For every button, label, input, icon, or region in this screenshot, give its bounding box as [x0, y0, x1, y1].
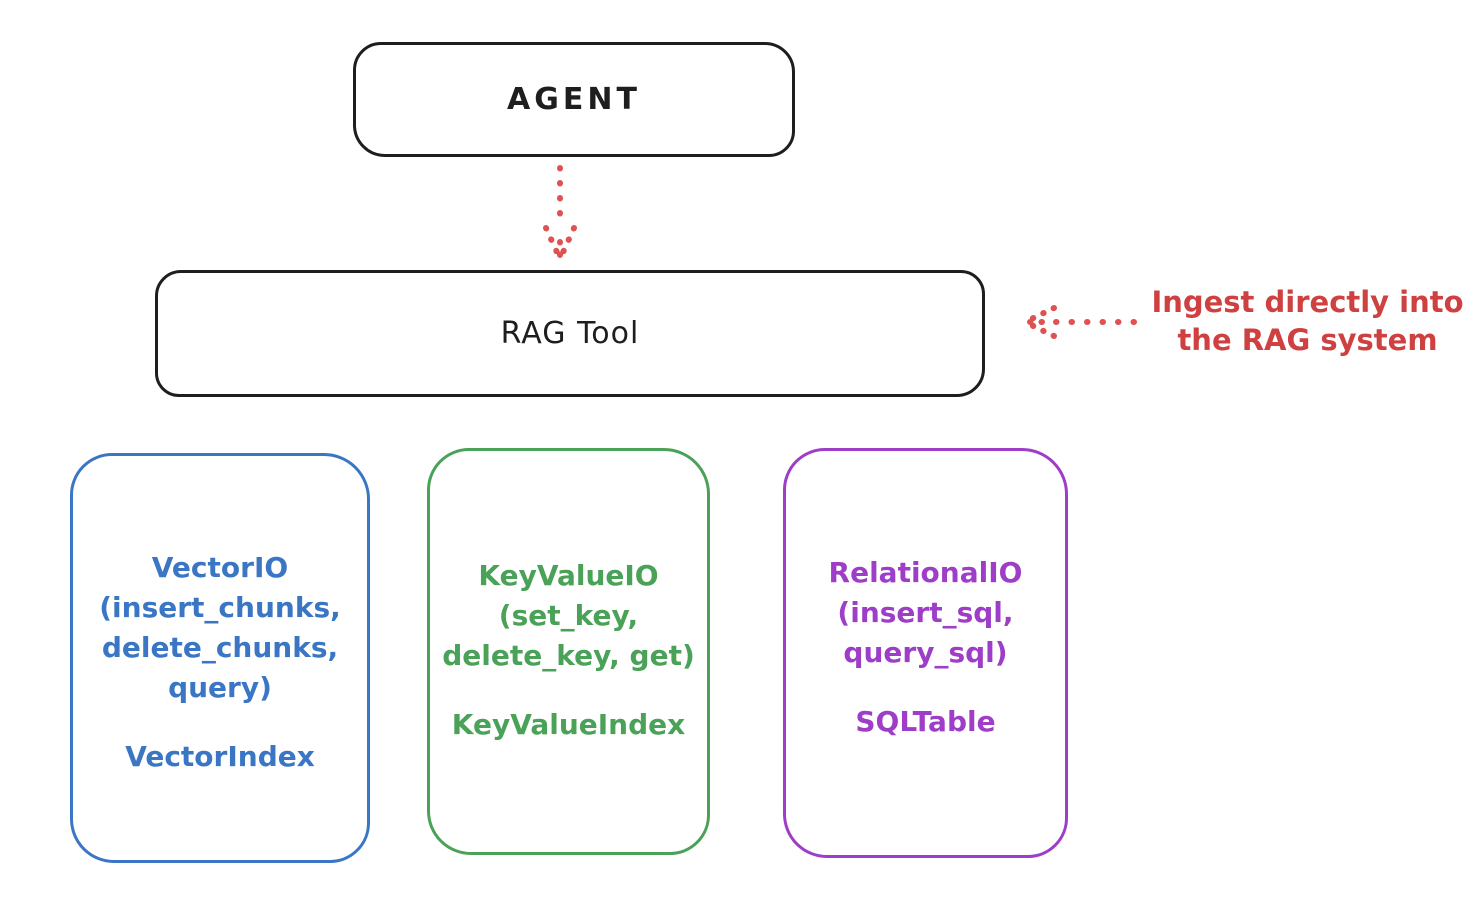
dotted-arrow-left-icon [1021, 305, 1137, 339]
relational-io-description: RelationalIO (insert_sql, query_sql) [829, 553, 1023, 673]
io-box-line: query) [168, 671, 272, 704]
io-box-line: delete_key, get) [442, 639, 695, 672]
keyvalue-index-label: KeyValueIndex [451, 708, 686, 741]
ingest-annotation: Ingest directly into the RAG system [1140, 283, 1475, 359]
keyvalue-io-box: KeyValueIO (set_key, delete_key, get) Ke… [427, 448, 710, 855]
keyvalue-io-description: KeyValueIO (set_key, delete_key, get) [442, 556, 695, 676]
vector-io-box: VectorIO (insert_chunks, delete_chunks, … [70, 453, 370, 863]
ingest-annotation-line2: the RAG system [1177, 323, 1438, 357]
relational-io-box: RelationalIO (insert_sql, query_sql) SQL… [783, 448, 1068, 858]
io-box-line: (set_key, [498, 599, 639, 632]
ingest-annotation-line1: Ingest directly into [1151, 285, 1464, 319]
vector-io-description: VectorIO (insert_chunks, delete_chunks, … [99, 548, 341, 708]
dotted-arrow-down-icon [543, 165, 577, 263]
agent-box: AGENT [353, 42, 795, 157]
rag-tool-box: RAG Tool [155, 270, 985, 397]
io-box-line: delete_chunks, [101, 631, 339, 664]
io-box-line: RelationalIO [828, 556, 1023, 589]
sqltable-label: SQLTable [855, 705, 996, 738]
vector-index-label: VectorIndex [125, 740, 315, 773]
io-box-line: VectorIO [151, 551, 289, 584]
io-box-line: (insert_chunks, [99, 591, 341, 624]
rag-tool-label: RAG Tool [500, 316, 640, 351]
io-box-line: (insert_sql, [837, 596, 1014, 629]
agent-label: AGENT [507, 82, 641, 117]
io-box-line: query_sql) [843, 636, 1008, 669]
io-box-line: KeyValueIO [478, 559, 659, 592]
